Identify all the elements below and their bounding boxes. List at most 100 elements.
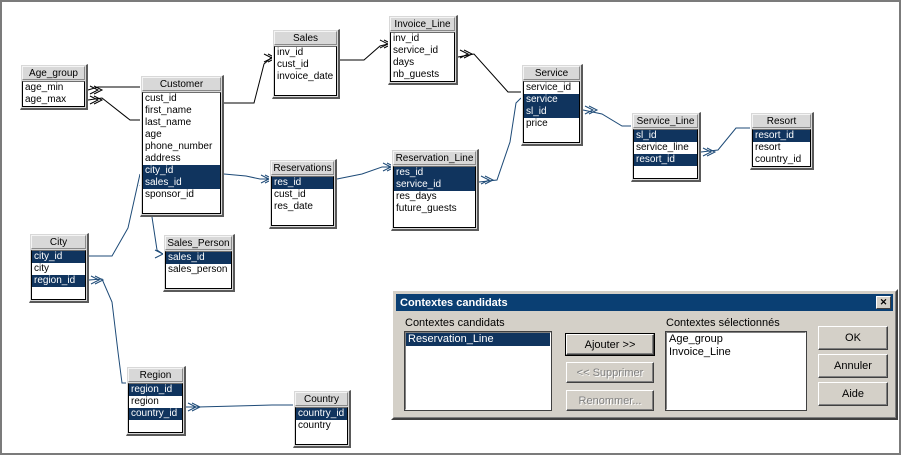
er-column[interactable]: region: [129, 396, 182, 408]
add-button[interactable]: Ajouter >>: [565, 333, 655, 356]
er-column-key[interactable]: resort_id: [634, 154, 697, 166]
er-table-title: Age_group: [22, 66, 85, 80]
er-column[interactable]: service_id: [524, 82, 579, 94]
er-column-blank: [394, 215, 475, 227]
er-column[interactable]: address: [143, 153, 220, 165]
er-column[interactable]: last_name: [143, 117, 220, 129]
er-column[interactable]: days: [391, 57, 454, 69]
selected-list-item[interactable]: Age_group: [669, 333, 723, 345]
er-column[interactable]: age_min: [23, 82, 84, 94]
er-column[interactable]: country: [296, 420, 347, 432]
er-column[interactable]: country_id: [753, 154, 810, 166]
er-column-key[interactable]: res_id: [272, 177, 333, 189]
er-column[interactable]: res_days: [394, 191, 475, 203]
candidates-list-label: Contextes candidats: [405, 317, 505, 329]
er-column-key[interactable]: service: [524, 94, 579, 106]
candidates-listbox[interactable]: Reservation_Line: [404, 331, 552, 411]
candidate-list-item[interactable]: Reservation_Line: [406, 333, 550, 346]
er-column[interactable]: price: [524, 118, 579, 130]
selected-list-item[interactable]: Invoice_Line: [669, 346, 731, 358]
er-column[interactable]: resort: [753, 142, 810, 154]
er-column[interactable]: invoice_date: [275, 71, 336, 83]
er-table-title: Sales_Person: [165, 236, 232, 250]
er-table-title: Service: [523, 66, 580, 80]
er-column[interactable]: nb_guests: [391, 69, 454, 81]
er-column-blank: [296, 432, 347, 444]
er-column-blank: [32, 287, 85, 299]
er-column-key[interactable]: region_id: [32, 275, 85, 287]
er-column-key[interactable]: res_id: [394, 167, 475, 179]
er-column-key[interactable]: sl_id: [634, 130, 697, 142]
er-column[interactable]: cust_id: [272, 189, 333, 201]
er-column[interactable]: sponsor_id: [143, 189, 220, 201]
er-column[interactable]: first_name: [143, 105, 220, 117]
er-column[interactable]: res_date: [272, 201, 333, 213]
er-column-blank: [275, 83, 336, 95]
er-column[interactable]: inv_id: [391, 33, 454, 45]
remove-button[interactable]: << Supprimer: [566, 362, 654, 383]
er-column[interactable]: inv_id: [275, 47, 336, 59]
er-table-title: Customer: [142, 77, 221, 91]
er-column[interactable]: phone_number: [143, 141, 220, 153]
er-column[interactable]: age: [143, 129, 220, 141]
er-column-key[interactable]: city_id: [143, 165, 220, 177]
er-column[interactable]: service_id: [391, 45, 454, 57]
er-table-title: Sales: [274, 31, 337, 45]
er-column[interactable]: cust_id: [275, 59, 336, 71]
er-table-title: Country: [295, 392, 348, 406]
er-table-title: City: [31, 235, 86, 249]
er-column[interactable]: age_max: [23, 94, 84, 106]
er-table-title: Region: [128, 368, 183, 382]
er-column-blank: [524, 130, 579, 142]
er-column[interactable]: future_guests: [394, 203, 475, 215]
er-column[interactable]: service_line: [634, 142, 697, 154]
ok-button[interactable]: OK: [818, 326, 888, 350]
er-column-key[interactable]: region_id: [129, 384, 182, 396]
er-column-key[interactable]: service_id: [394, 179, 475, 191]
er-column[interactable]: sales_person: [166, 264, 231, 276]
er-column[interactable]: city: [32, 263, 85, 275]
er-column-key[interactable]: city_id: [32, 251, 85, 263]
er-column-key[interactable]: sales_id: [166, 252, 231, 264]
er-column[interactable]: cust_id: [143, 93, 220, 105]
help-button[interactable]: Aide: [818, 382, 888, 406]
dialog-titlebar[interactable]: Contextes candidats ✕: [396, 294, 893, 311]
er-column-key[interactable]: resort_id: [753, 130, 810, 142]
er-column-blank: [129, 420, 182, 432]
er-column-key[interactable]: country_id: [296, 408, 347, 420]
er-column-key[interactable]: sl_id: [524, 106, 579, 118]
er-column-key[interactable]: country_id: [129, 408, 182, 420]
cancel-button[interactable]: Annuler: [818, 354, 888, 378]
er-column-blank: [143, 201, 220, 213]
contextes-candidats-dialog[interactable]: Contextes candidats ✕ Contextes candidat…: [391, 289, 898, 420]
er-column-blank: [272, 213, 333, 225]
dialog-inner-frame: Contextes candidats ✕ Contextes candidat…: [393, 291, 896, 418]
er-column-key[interactable]: sales_id: [143, 177, 220, 189]
rename-button[interactable]: Renommer...: [566, 390, 654, 411]
close-icon[interactable]: ✕: [876, 296, 891, 309]
